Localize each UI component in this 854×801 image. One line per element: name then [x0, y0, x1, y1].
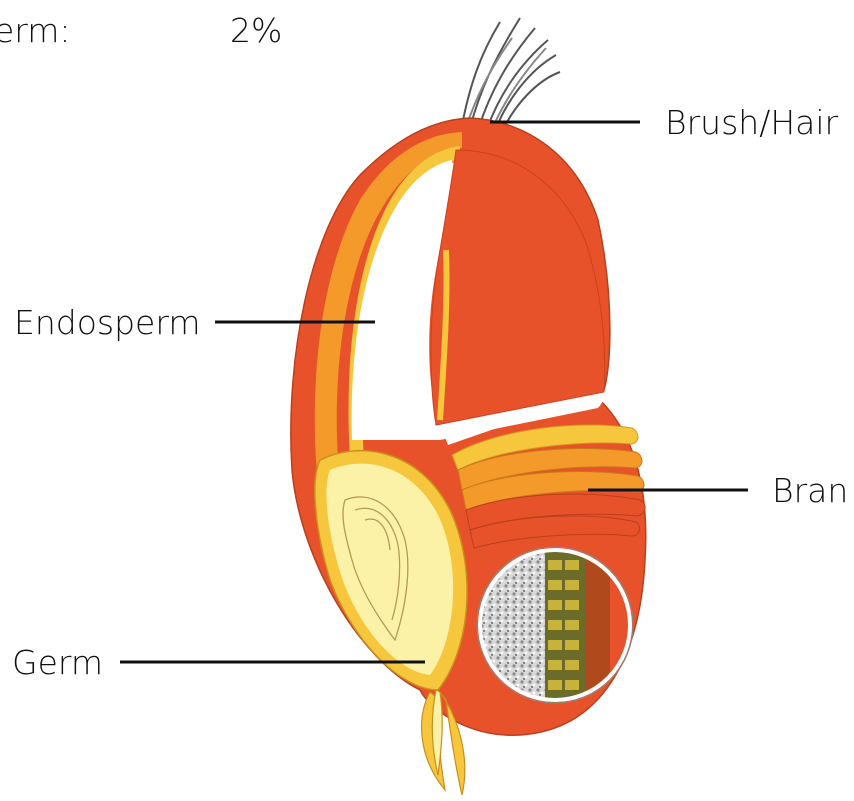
germ-percentage-value: 2%: [230, 11, 282, 50]
germ-percentage-label: erm:: [0, 11, 71, 50]
germ-label: Germ: [12, 643, 103, 682]
endosperm-label: Endosperm: [14, 303, 200, 342]
bran-label: Bran: [772, 471, 848, 510]
bran-layers: [452, 425, 645, 548]
brush-hair-label: Brush/Hair: [665, 103, 839, 142]
